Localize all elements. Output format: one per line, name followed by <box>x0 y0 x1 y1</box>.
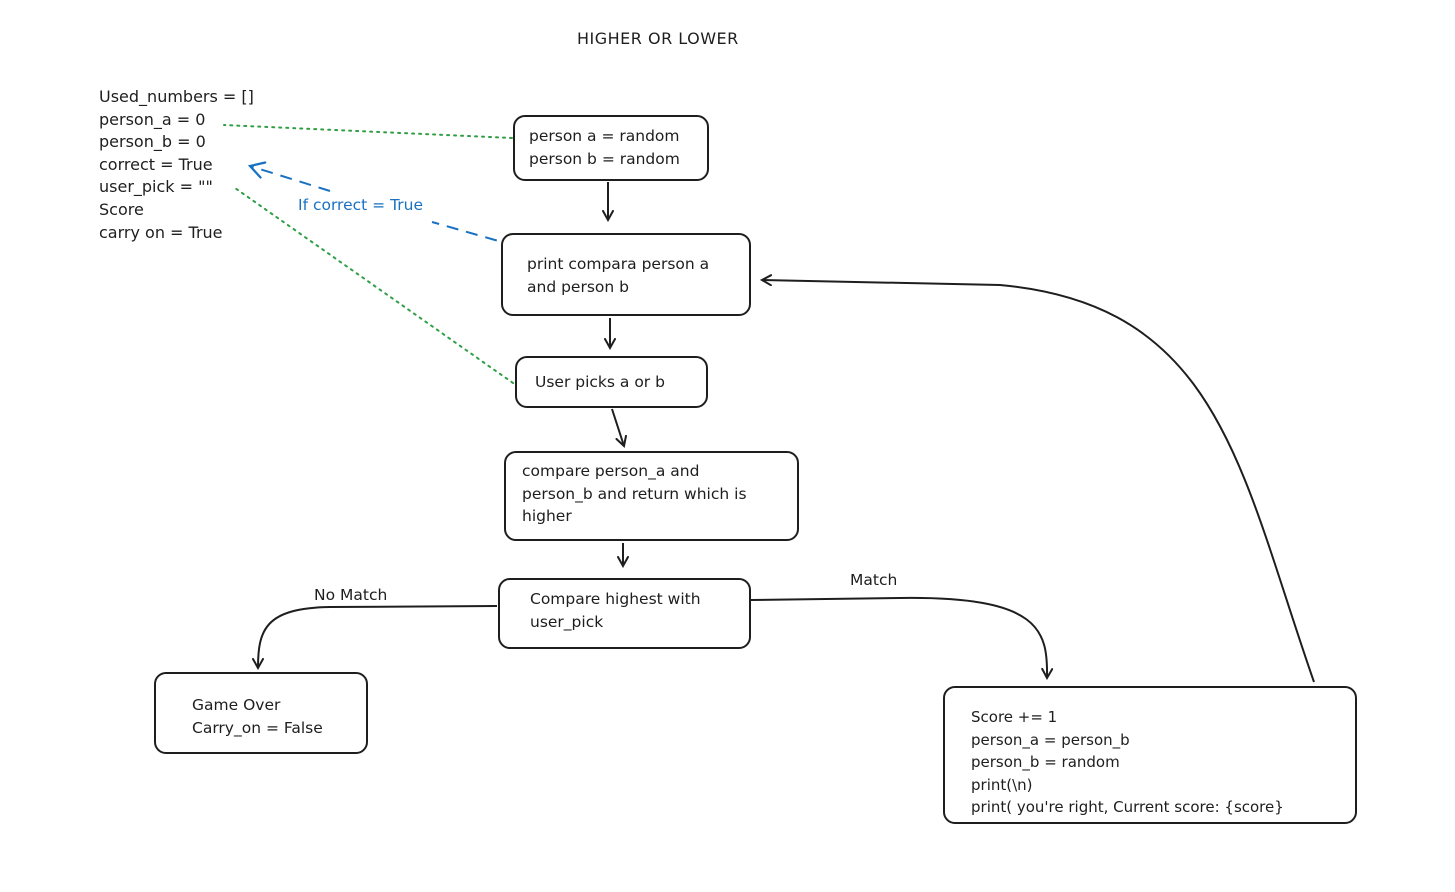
edge-label-if-correct: If correct = True <box>298 196 423 214</box>
node-text: compare person_a and <box>522 462 700 480</box>
node-score: Score += 1 person_a = person_b person_b … <box>943 686 1357 824</box>
node-check: Compare highest with user_pick <box>498 578 751 649</box>
variable-line: user_pick = "" <box>99 177 213 197</box>
variable-line: person_a = 0 <box>99 109 206 129</box>
node-text: Compare highest with <box>530 590 701 608</box>
node-pick: User picks a or b <box>515 356 708 408</box>
node-game-over: Game Over Carry_on = False <box>154 672 368 754</box>
arrow-match <box>750 596 1047 678</box>
connector-if-correct-upper <box>247 161 331 192</box>
node-init: person a = random person b = random <box>513 115 709 181</box>
variable-line: carry on = True <box>99 222 223 242</box>
variable-line: correct = True <box>99 154 213 174</box>
node-text: Carry_on = False <box>192 718 323 737</box>
node-text: person_b = random <box>971 753 1120 771</box>
node-text: person a = random <box>529 127 680 145</box>
node-text: and person b <box>527 277 629 296</box>
connector-if-correct-lower <box>431 221 517 247</box>
connector-init-to-vars <box>223 124 513 139</box>
edge-label-no-match: No Match <box>314 586 388 604</box>
node-text: person_b and return which is <box>522 484 747 503</box>
node-text: person_a = person_b <box>971 730 1130 749</box>
node-text: Game Over <box>192 696 281 714</box>
node-text: higher <box>522 507 572 525</box>
node-text: print compara person a <box>527 255 710 273</box>
arrow-loop-back <box>762 280 1315 683</box>
variable-line: Score <box>99 199 144 219</box>
node-text: Score += 1 <box>971 708 1058 726</box>
variable-line: person_b = 0 <box>99 132 206 152</box>
node-text: print( you're right, Current score: {sco… <box>971 798 1284 816</box>
diagram-title: HIGHER OR LOWER <box>577 29 739 48</box>
arrow-pick-to-compare <box>611 408 624 446</box>
node-text: print(\n) <box>971 775 1033 794</box>
variable-line: Used_numbers = [] <box>99 87 254 106</box>
node-text: User picks a or b <box>535 373 665 391</box>
connector-pick-to-vars <box>234 187 514 384</box>
node-compare: compare person_a and person_b and return… <box>504 451 799 541</box>
edge-label-match: Match <box>850 571 898 589</box>
node-print: print compara person a and person b <box>501 233 751 316</box>
node-text: user_pick <box>530 612 604 631</box>
node-text: person b = random <box>529 149 680 168</box>
arrow-no-match <box>258 605 498 668</box>
variables-list: Used_numbers = [] person_a = 0 person_b … <box>99 86 254 244</box>
